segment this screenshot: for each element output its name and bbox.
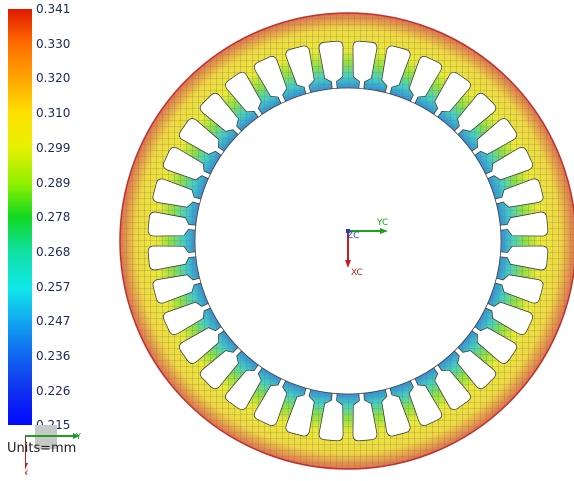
stator-slot (352, 40, 378, 93)
legend-color-bar (8, 9, 32, 425)
yc-label: YC (376, 218, 388, 228)
zc-label: ZC (347, 231, 359, 241)
legend-value: 0.320 (36, 71, 71, 86)
stator-slot (431, 361, 471, 411)
legend-value: 0.330 (36, 36, 71, 51)
units-value: mm (51, 441, 77, 456)
stator-slot (451, 92, 497, 138)
stator-slot (468, 324, 518, 364)
mini-triad-x-label: X (25, 469, 29, 475)
stator-slot (482, 147, 533, 181)
stator-slot (318, 40, 344, 93)
stator-slot (318, 389, 344, 442)
stator-slots (147, 40, 549, 442)
stator-slot (178, 324, 228, 364)
stator-slot (496, 245, 549, 271)
stator-slot (254, 375, 288, 426)
legend-value: 0.278 (36, 210, 71, 225)
stator-slot (147, 245, 200, 271)
stator-slot (352, 389, 378, 442)
stator-slot (152, 178, 205, 208)
units-label: Units (7, 441, 41, 456)
legend-value: 0.341 (36, 2, 71, 16)
stator-slot (496, 211, 549, 237)
xc-label: XC (351, 268, 363, 278)
stator-slot (285, 384, 315, 437)
stator-slot (408, 56, 442, 107)
stator-slot (225, 361, 265, 411)
legend-value: 0.247 (36, 314, 71, 329)
legend-value: 0.299 (36, 140, 71, 155)
stator-slot (254, 56, 288, 107)
units-equals: = (40, 441, 51, 456)
stator-slot (491, 178, 544, 208)
legend-value: 0.226 (36, 383, 71, 398)
stator-slot (225, 71, 265, 121)
stator-slot (147, 211, 200, 237)
stator-slot (163, 301, 214, 335)
stator-slot (178, 118, 228, 158)
stator-slot (381, 45, 411, 98)
stator-slot (199, 92, 245, 138)
legend-value: 0.236 (36, 349, 71, 363)
stator-slot (431, 71, 471, 121)
legend-value: 0.289 (36, 175, 71, 190)
stator-slot (163, 147, 214, 181)
stator-slot (381, 384, 411, 437)
stator-slot (451, 344, 497, 390)
legend-value: 0.310 (36, 106, 71, 121)
legend-value: 0.257 (36, 279, 71, 294)
mini-axis-triad: Y X (25, 425, 81, 475)
stator-slot (408, 375, 442, 426)
stator-slot (468, 118, 518, 158)
origin-triad: ZC YC XC (345, 218, 388, 278)
stator-slot (152, 274, 205, 304)
stator-slot (491, 274, 544, 304)
mini-triad-y-label: Y (75, 432, 81, 441)
stator-slot (482, 301, 533, 335)
stator-slot (199, 344, 245, 390)
stator-slot (285, 45, 315, 98)
legend-value: 0.268 (36, 244, 71, 259)
